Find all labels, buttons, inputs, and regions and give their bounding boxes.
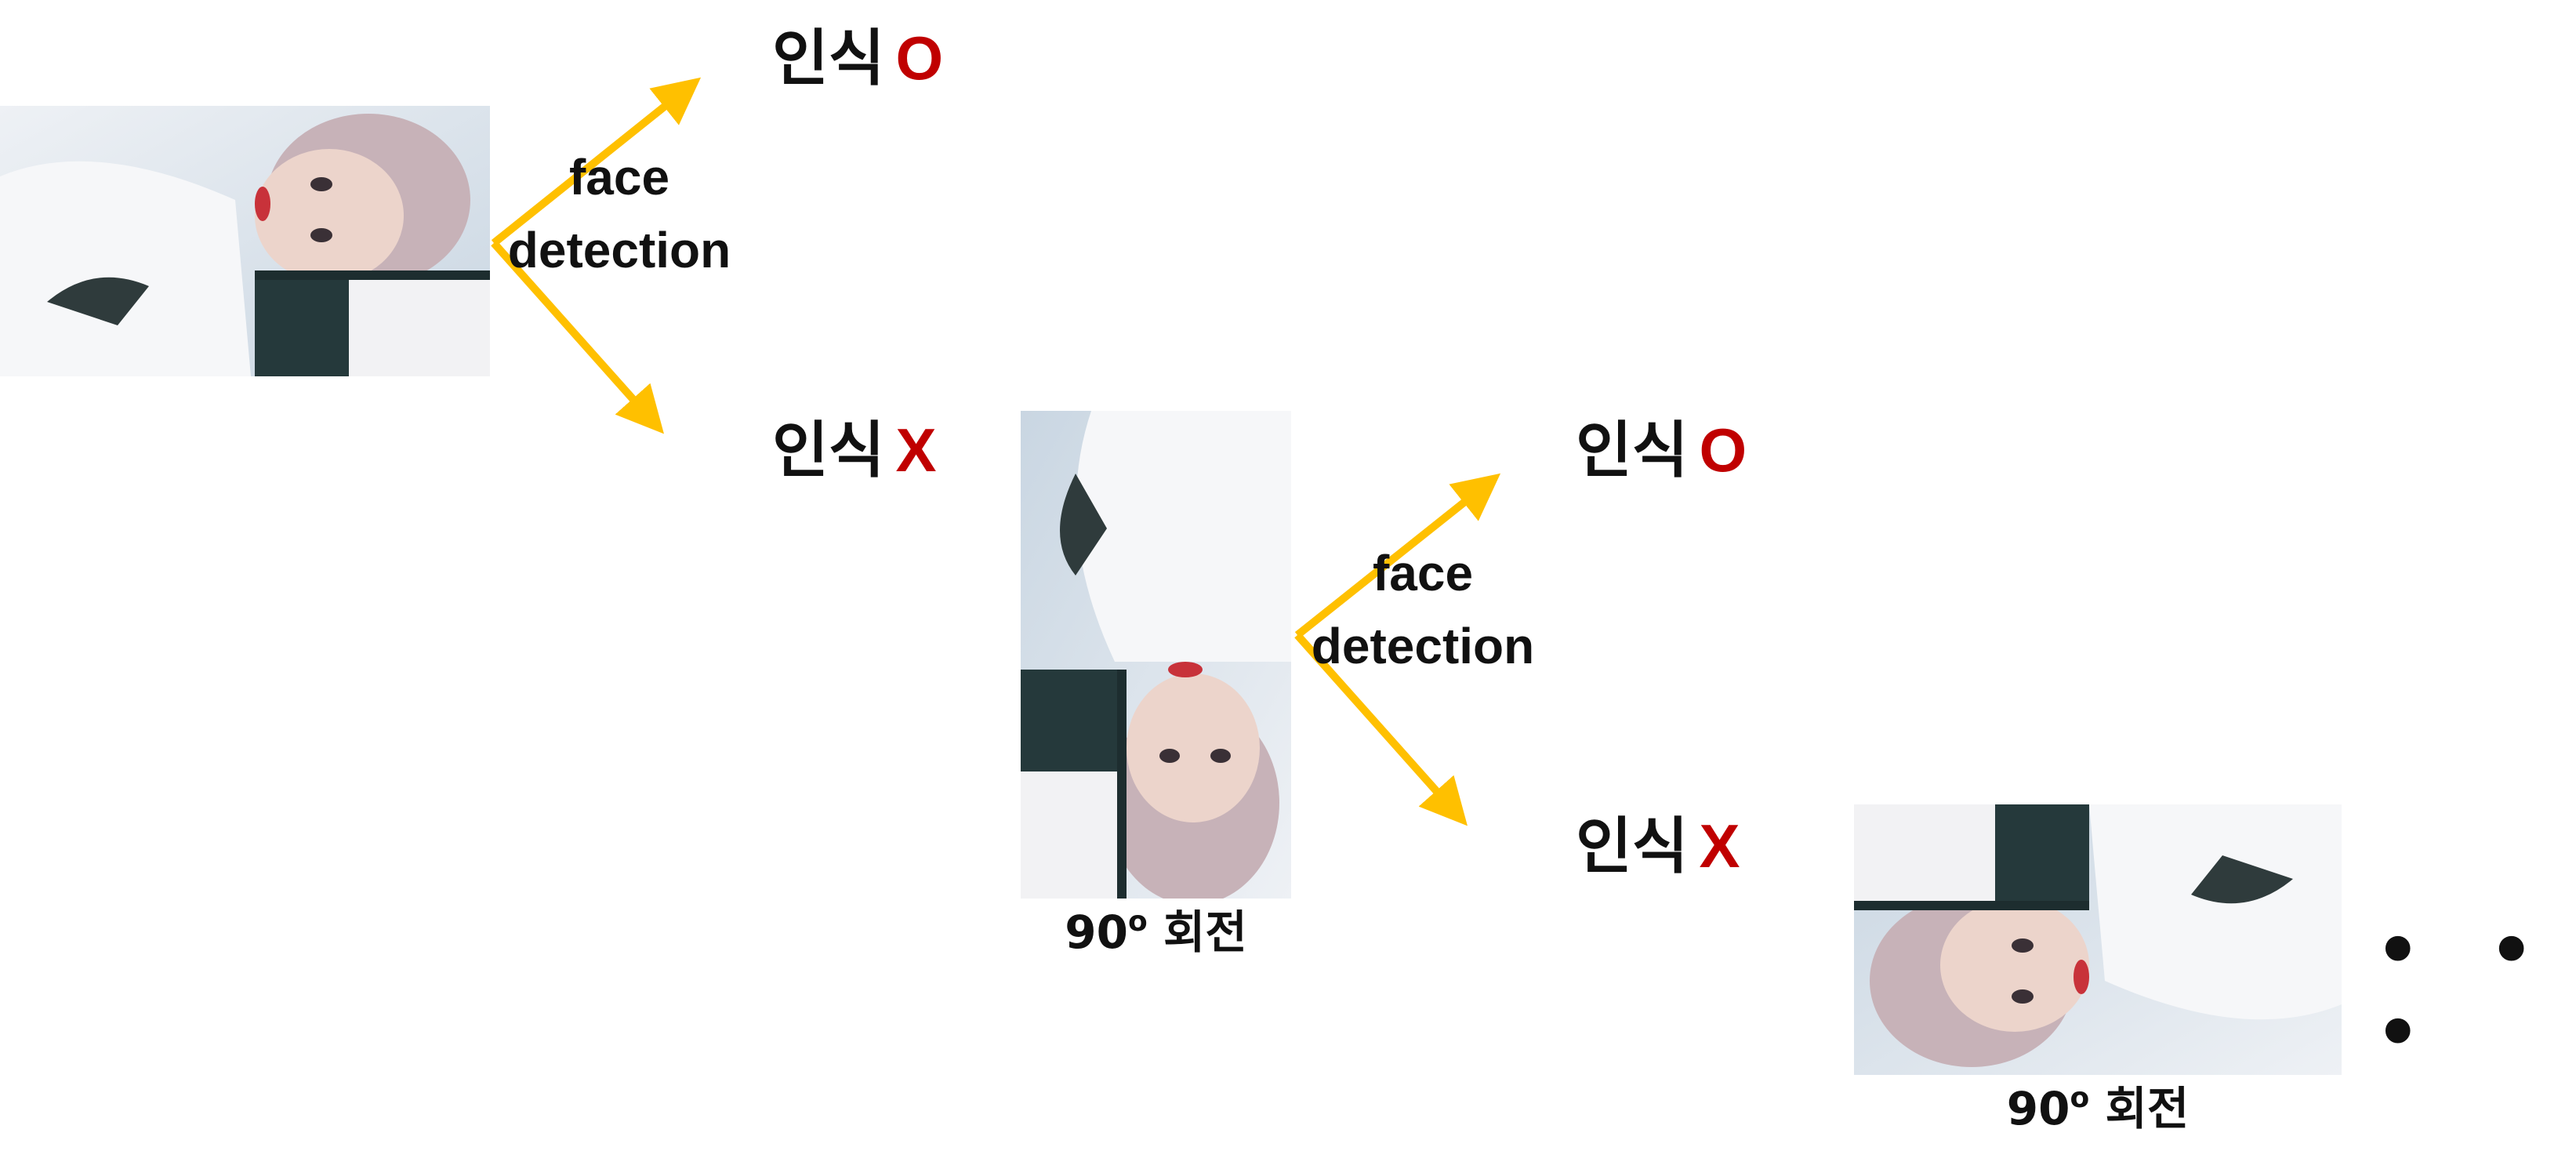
arrow-step2-to-not-detected bbox=[1294, 632, 1468, 826]
not-detected-mark: X bbox=[895, 416, 937, 485]
continuation-ellipsis: • • • bbox=[2375, 909, 2556, 1074]
face-detection-label-line1: face bbox=[568, 149, 670, 205]
arrow-step1-to-detected bbox=[491, 77, 702, 246]
face-detection-label-line2: detection bbox=[507, 221, 731, 278]
rotation-text: 회전 bbox=[1163, 906, 1247, 959]
portrait-photo-upside-down bbox=[1021, 411, 1291, 899]
rotation-degrees: 90 bbox=[2006, 1082, 2070, 1135]
result-text: 인식 bbox=[772, 24, 885, 94]
rotation-degrees: 90 bbox=[1065, 906, 1129, 959]
detected-mark: O bbox=[1699, 416, 1747, 485]
result-text: 인식 bbox=[1576, 811, 1689, 882]
detected-mark: O bbox=[895, 24, 944, 93]
rotation-caption-step3: 90o 회전 bbox=[1854, 1082, 2342, 1132]
face-detection-label-step1: face detection bbox=[486, 141, 753, 287]
result-text: 인식 bbox=[1576, 416, 1689, 486]
degree-symbol: o bbox=[2070, 1082, 2090, 1114]
arrow-step2-to-detected bbox=[1294, 473, 1501, 638]
rotation-caption-step2: 90o 회전 bbox=[1021, 906, 1291, 956]
degree-symbol: o bbox=[1128, 906, 1148, 938]
not-detected-mark: X bbox=[1699, 811, 1740, 880]
result-text: 인식 bbox=[772, 416, 885, 486]
face-detection-label-line1: face bbox=[1372, 545, 1474, 601]
rotation-text: 회전 bbox=[2105, 1082, 2190, 1135]
portrait-photo-rotated-cw bbox=[0, 106, 490, 376]
portrait-photo-rotated-ccw bbox=[1854, 804, 2342, 1075]
face-detection-label-line2: detection bbox=[1311, 617, 1535, 674]
arrow-step1-to-not-detected bbox=[491, 240, 664, 434]
face-detection-label-step2: face detection bbox=[1290, 537, 1556, 683]
